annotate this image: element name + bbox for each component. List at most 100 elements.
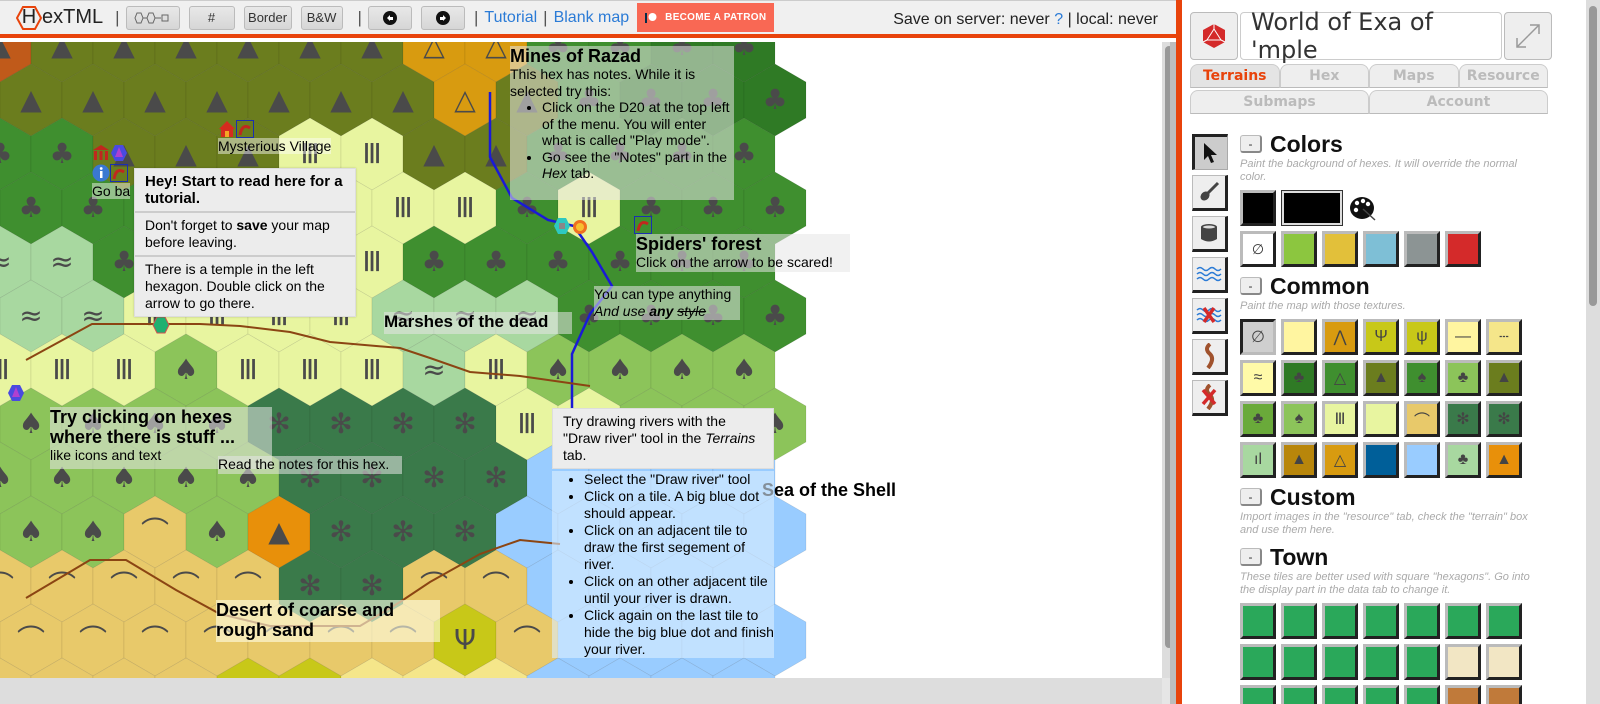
custom-collapse-button[interactable]: - (1240, 488, 1262, 506)
save-help-link[interactable]: ? (1054, 11, 1064, 28)
tab-submaps[interactable]: Submaps (1190, 90, 1369, 114)
terrain-tile[interactable] (1281, 319, 1317, 355)
terrain-tile[interactable]: ψ (1404, 319, 1440, 355)
map-horizontal-scrollbar[interactable] (0, 678, 1176, 704)
terrain-tile[interactable]: ♣ (1281, 360, 1317, 396)
temple-icon[interactable] (92, 144, 110, 162)
draw-road-tool-button[interactable] (1192, 339, 1228, 375)
terrain-tile[interactable]: ∅ (1240, 319, 1276, 355)
draw-river-tool-button[interactable] (1192, 257, 1228, 293)
bw-button[interactable]: B&W (300, 5, 343, 30)
town-tile[interactable] (1445, 685, 1481, 704)
town-tile[interactable] (1363, 644, 1399, 680)
common-collapse-button[interactable]: - (1240, 277, 1262, 295)
wizard-icon[interactable] (110, 144, 128, 162)
paint-brush-tool-button[interactable] (1192, 175, 1228, 211)
dungeon-icon[interactable] (553, 217, 571, 235)
town-tile[interactable] (1322, 644, 1358, 680)
terrain-tile[interactable]: ♠ (1404, 360, 1440, 396)
play-mode-d20-button[interactable] (1190, 12, 1238, 60)
terrain-tile[interactable]: ≈ (1240, 360, 1276, 396)
color-blue-swatch[interactable] (1363, 231, 1399, 267)
house-icon[interactable] (218, 120, 236, 138)
hex-map-canvas[interactable]: ▲▲▲▲▲▲▲△△♣♣♣♣▲▲▲▲▲▲▲△▲♣♣♣♣♣♣▲▲▲ⅢⅢ▲▲♣♣♣♣♣… (0, 42, 1162, 678)
blank-map-link[interactable]: Blank map (553, 8, 630, 26)
terrain-tile[interactable] (1404, 442, 1440, 478)
terrain-tile[interactable]: Ⅲ (1322, 401, 1358, 437)
town-tile[interactable] (1281, 644, 1317, 680)
terrain-tile[interactable]: ✻ (1486, 401, 1522, 437)
tab-terrains[interactable]: Terrains (1190, 64, 1280, 88)
color-yellow-swatch[interactable] (1322, 231, 1358, 267)
redo-button[interactable] (420, 5, 465, 30)
terrain-tile[interactable]: △ (1322, 360, 1358, 396)
fire-icon[interactable] (571, 217, 589, 235)
town-tile[interactable] (1363, 603, 1399, 639)
town-tile[interactable] (1322, 603, 1358, 639)
town-tile[interactable] (1486, 685, 1522, 704)
terrain-tile[interactable] (1363, 401, 1399, 437)
terrain-tile[interactable]: ♣ (1240, 401, 1276, 437)
erase-road-tool-button[interactable] (1192, 380, 1228, 416)
terrain-tile[interactable]: — (1445, 319, 1481, 355)
town-tile[interactable] (1322, 685, 1358, 704)
town-collapse-button[interactable]: - (1240, 548, 1262, 566)
terrain-tile[interactable]: ▲ (1486, 360, 1522, 396)
color-green-swatch[interactable] (1281, 231, 1317, 267)
terrain-tile[interactable]: ⌒ (1404, 401, 1440, 437)
tab-account[interactable]: Account (1369, 90, 1548, 114)
hex-layout-button[interactable] (125, 5, 180, 30)
wizard-icon[interactable] (7, 384, 25, 402)
current-color-swatch[interactable] (1240, 190, 1276, 226)
color-red-swatch[interactable] (1445, 231, 1481, 267)
terrain-tile[interactable]: Ψ (1363, 319, 1399, 355)
terrain-tile[interactable]: △ (1322, 442, 1358, 478)
town-tile[interactable] (1363, 685, 1399, 704)
terrain-tile[interactable] (1363, 442, 1399, 478)
terrain-tile[interactable]: ┄ (1486, 319, 1522, 355)
terrain-tile[interactable]: ✻ (1445, 401, 1481, 437)
terrain-tile[interactable]: ▲ (1486, 442, 1522, 478)
town-tile[interactable] (1240, 603, 1276, 639)
town-tile[interactable] (1445, 603, 1481, 639)
temple-hex-icon[interactable] (152, 316, 170, 334)
expand-button[interactable] (1504, 12, 1552, 60)
tab-maps[interactable]: Maps (1369, 64, 1459, 88)
town-tile[interactable] (1404, 644, 1440, 680)
terrain-tile[interactable]: ▲ (1281, 442, 1317, 478)
terrain-tile[interactable]: ⋀ (1322, 319, 1358, 355)
town-tile[interactable] (1404, 685, 1440, 704)
terrain-tile[interactable]: ♣ (1445, 442, 1481, 478)
palette-icon[interactable] (1349, 195, 1377, 221)
undo-button[interactable] (367, 5, 412, 30)
town-tile[interactable] (1486, 603, 1522, 639)
tab-hex[interactable]: Hex (1279, 64, 1369, 88)
terrain-tile[interactable]: ♣ (1445, 360, 1481, 396)
sidebar-scroll-thumb[interactable] (1589, 6, 1597, 306)
color-none-swatch[interactable]: ∅ (1240, 231, 1276, 267)
erase-river-tool-button[interactable] (1192, 298, 1228, 334)
town-tile[interactable] (1240, 644, 1276, 680)
terrain-tile[interactable]: ♠ (1281, 401, 1317, 437)
tab-resource[interactable]: Resource (1458, 64, 1548, 88)
portal-arrow-icon[interactable] (110, 164, 128, 182)
town-tile[interactable] (1240, 685, 1276, 704)
town-tile[interactable] (1486, 644, 1522, 680)
town-tile[interactable] (1281, 603, 1317, 639)
town-tile[interactable] (1404, 603, 1440, 639)
color-gray-swatch[interactable] (1404, 231, 1440, 267)
portal-arrow-icon[interactable] (634, 216, 652, 234)
map-title-input[interactable]: World of Exa of 'mple (1240, 8, 1502, 64)
panel-divider[interactable] (1176, 0, 1182, 704)
colors-collapse-button[interactable]: - (1240, 135, 1262, 153)
info-icon[interactable] (92, 164, 110, 182)
sidebar-scrollbar[interactable] (1586, 0, 1600, 704)
map-vscroll-thumb[interactable] (1165, 46, 1173, 648)
select-tool-button[interactable] (1192, 134, 1228, 170)
tutorial-link[interactable]: Tutorial (484, 8, 538, 26)
portal-arrow-icon[interactable] (236, 120, 254, 138)
become-patron-button[interactable]: BECOME A PATRON (637, 3, 775, 32)
terrain-tile[interactable]: ▲ (1363, 360, 1399, 396)
terrain-tile[interactable]: ıl (1240, 442, 1276, 478)
border-button[interactable]: Border (243, 5, 292, 30)
